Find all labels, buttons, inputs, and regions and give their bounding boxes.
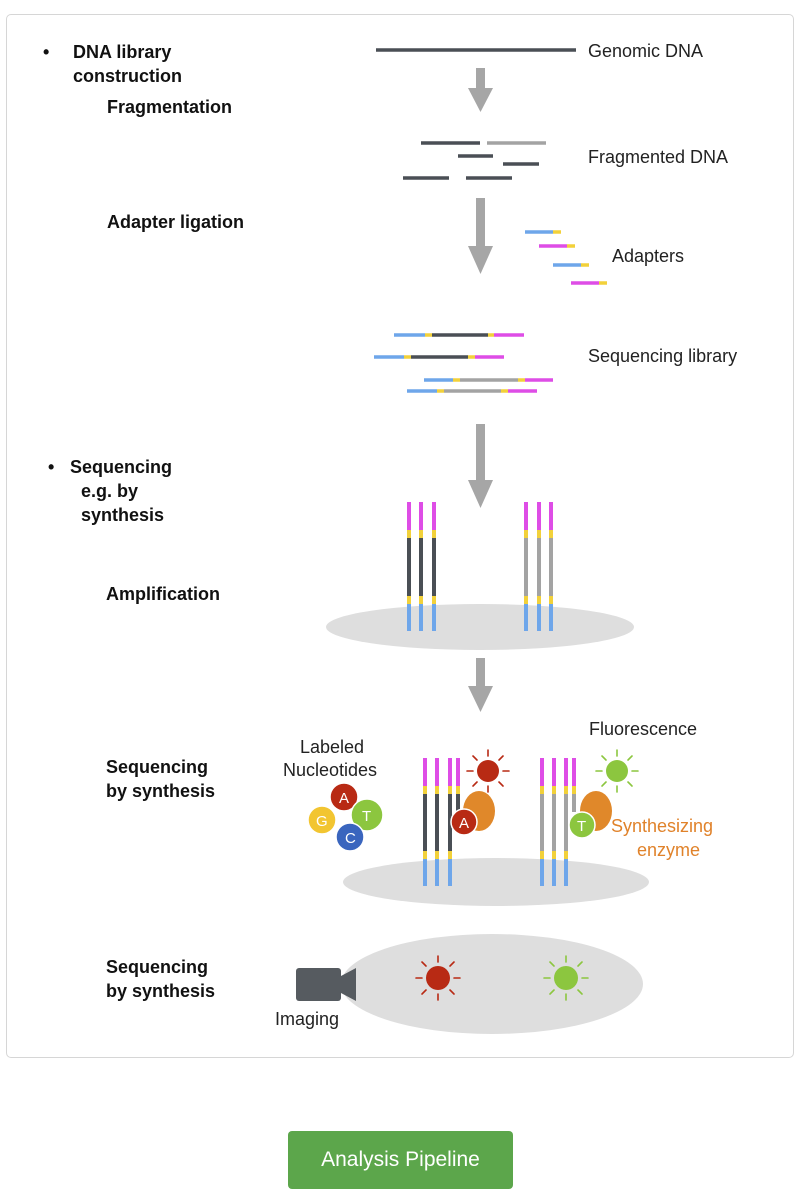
incorporated-a-label: A bbox=[459, 815, 469, 832]
step-sequencing-line2: e.g. by bbox=[81, 481, 138, 501]
nucleotide-g: G bbox=[316, 813, 328, 830]
step-amplification: Amplification bbox=[106, 584, 220, 604]
bullet-sequencing: • bbox=[48, 457, 54, 477]
step-sbs-1-line2: by synthesis bbox=[106, 781, 215, 801]
flow-cell-sbs bbox=[343, 858, 649, 906]
step-fragmentation: Fragmentation bbox=[107, 97, 232, 117]
step-sbs-2-line2: by synthesis bbox=[106, 981, 215, 1001]
bullet-dna-library: • bbox=[43, 42, 49, 62]
incorporated-t-label: T bbox=[577, 818, 586, 835]
step-dna-library-line1: DNA library bbox=[73, 42, 171, 62]
incorporated-t bbox=[568, 811, 596, 839]
amplified-clusters bbox=[407, 502, 553, 631]
step-sbs-1-line1: Sequencing bbox=[106, 757, 208, 777]
red-signal-icon bbox=[415, 955, 461, 1001]
label-fragmented-dna: Fragmented DNA bbox=[588, 147, 728, 167]
fragmented-dna-pieces bbox=[403, 141, 546, 180]
camera-icon bbox=[296, 968, 356, 1001]
step-sequencing-line3: synthesis bbox=[81, 505, 164, 525]
label-labeled: Labeled bbox=[300, 737, 364, 757]
incorporated-a bbox=[450, 808, 478, 836]
step-adapter-ligation: Adapter ligation bbox=[107, 212, 244, 232]
adapter-pieces bbox=[525, 230, 607, 285]
sbs-dark-cluster bbox=[423, 758, 460, 886]
step-sbs-2-line1: Sequencing bbox=[106, 957, 208, 977]
arrow-down-3 bbox=[468, 424, 493, 508]
label-synthesizing: Synthesizing bbox=[611, 816, 713, 836]
red-fluorescence-icon bbox=[466, 749, 510, 793]
step-dna-library-line2: construction bbox=[73, 66, 182, 86]
arrow-down-2 bbox=[468, 198, 493, 274]
flow-cell-imaging bbox=[341, 934, 643, 1034]
green-fluorescence-icon bbox=[595, 749, 639, 793]
label-adapters: Adapters bbox=[612, 246, 684, 266]
label-nucleotides: Nucleotides bbox=[283, 760, 377, 780]
flow-cell-amplification bbox=[326, 604, 634, 650]
step-sequencing-line1: Sequencing bbox=[70, 457, 172, 477]
sbs-light-cluster bbox=[540, 758, 576, 886]
label-sequencing-library: Sequencing library bbox=[588, 346, 737, 366]
label-fluorescence: Fluorescence bbox=[589, 719, 697, 739]
nucleotide-t: T bbox=[362, 808, 371, 825]
arrow-down-1 bbox=[468, 68, 493, 112]
label-imaging: Imaging bbox=[275, 1009, 339, 1029]
analysis-pipeline-button[interactable]: Analysis Pipeline bbox=[288, 1131, 513, 1189]
nucleotide-a: A bbox=[339, 790, 349, 807]
label-enzyme: enzyme bbox=[637, 840, 700, 860]
nucleotide-c: C bbox=[345, 830, 356, 847]
labeled-nucleotides bbox=[307, 782, 384, 852]
sequencing-library-fragments bbox=[374, 333, 553, 393]
arrow-down-4 bbox=[468, 658, 493, 712]
green-signal-icon bbox=[543, 955, 589, 1001]
label-genomic-dna: Genomic DNA bbox=[588, 41, 703, 61]
